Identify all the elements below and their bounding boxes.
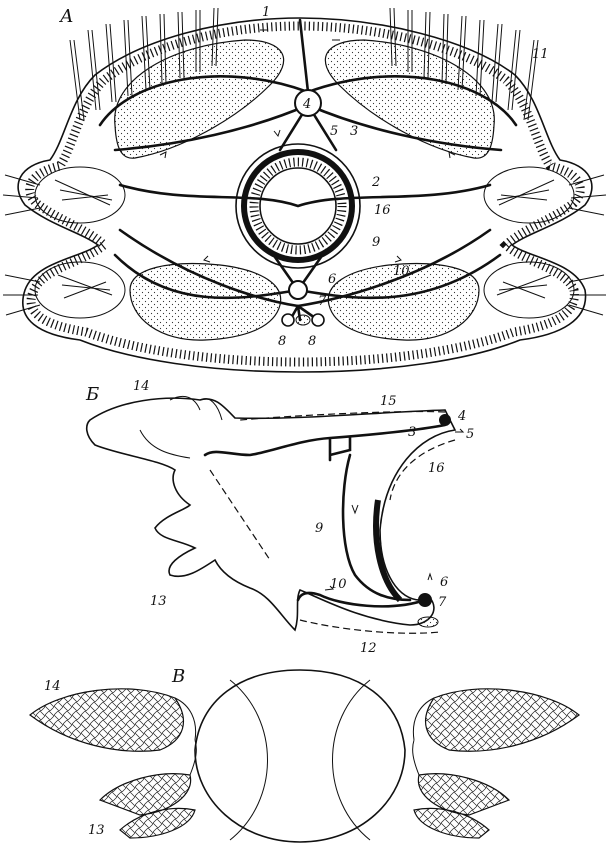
gut-vessel-ring (241, 149, 355, 263)
ventral-node (288, 280, 308, 300)
body-right-hemisphere (299, 669, 406, 843)
gut-epithelium (249, 157, 347, 255)
dorsal-heart-node (294, 89, 322, 117)
body-wall-outline (17, 17, 593, 373)
label-a-8a: 8 (278, 334, 286, 349)
body-left-hemisphere (194, 669, 301, 843)
label-b-13: 13 (150, 594, 167, 609)
tentacle-comb-right (389, 7, 539, 121)
label-a-9: 9 (372, 235, 380, 250)
ventral-heavy-vessel-b (373, 499, 403, 603)
panel-b-letter: Б (85, 384, 99, 405)
label-a-5: 5 (330, 124, 338, 139)
label-b-12: 12 (360, 641, 377, 656)
gonad-lower-left (129, 262, 282, 341)
gut-lumen (259, 167, 337, 245)
gonad-lower-right (327, 262, 480, 341)
ventral-vessel-b (296, 591, 427, 608)
nerve-ganglion-right (311, 313, 325, 327)
label-a-4: 4 (302, 97, 311, 112)
label-b-4: 4 (457, 409, 466, 424)
label-a-2: 2 (371, 175, 380, 190)
flow-arrows-a (159, 29, 456, 263)
label-b-3: 3 (408, 425, 416, 440)
dashed-contour-b (209, 410, 456, 634)
panel-a-cross-section: А 1 2 3 4 5 6 7 8 8 9 10 11 16 (2, 5, 607, 373)
side-processes-c (174, 697, 435, 776)
heart-node-b (439, 414, 451, 426)
tentacle-lobe-b (139, 395, 223, 459)
label-c-13: 13 (88, 823, 105, 838)
label-a-16: 16 (374, 203, 391, 218)
label-a-7: 7 (318, 294, 327, 309)
ventral-vessel-branches (113, 183, 502, 308)
panel-c-letter: В (171, 666, 185, 687)
ventral-node-b (418, 593, 432, 607)
ganglion-center (295, 314, 311, 326)
label-b-14: 14 (133, 379, 150, 394)
lateral-lobe-right (483, 166, 607, 319)
lateral-lobe-left (2, 166, 126, 319)
label-b-9: 9 (315, 521, 323, 536)
dorsal-vessel-b (203, 423, 447, 462)
tentacle-lobe-right-c (425, 688, 580, 752)
dorsal-vessel-branches (98, 18, 518, 152)
panel-c-ventral-view: В 14 13 (29, 666, 580, 843)
nerve-ganglion-left (281, 313, 295, 327)
label-b-15: 15 (380, 394, 397, 409)
label-a-3: 3 (350, 124, 358, 139)
gut-outer-wall (235, 143, 361, 269)
label-b-7: 7 (438, 595, 447, 610)
label-a-10: 10 (393, 264, 410, 279)
label-a-1: 1 (262, 5, 270, 20)
gonad-upper-right (324, 39, 495, 159)
label-c-14: 14 (44, 679, 61, 694)
ganglion-b (417, 616, 439, 628)
label-b-16: 16 (428, 461, 445, 476)
tentacle-comb-left (69, 7, 219, 121)
label-a-8b: 8 (308, 334, 316, 349)
flow-arrows-b (324, 428, 465, 591)
panel-b-lateral-view: Б 3 4 5 6 7 9 10 12 13 14 15 16 (85, 379, 474, 656)
lower-tentacles-left-c (98, 773, 196, 839)
tentacle-lobe-left-c (29, 688, 184, 752)
lower-tentacles-right-c (413, 773, 511, 839)
descending-vessel-b (341, 453, 412, 602)
label-b-5: 5 (466, 427, 474, 442)
label-a-11: 11 (532, 47, 549, 62)
label-b-10: 10 (330, 577, 347, 592)
body-outline-b (85, 397, 457, 632)
label-a-6: 6 (328, 272, 336, 287)
panel-a-letter: А (58, 6, 74, 27)
midline-suture (229, 679, 371, 841)
label-b-6: 6 (440, 575, 448, 590)
